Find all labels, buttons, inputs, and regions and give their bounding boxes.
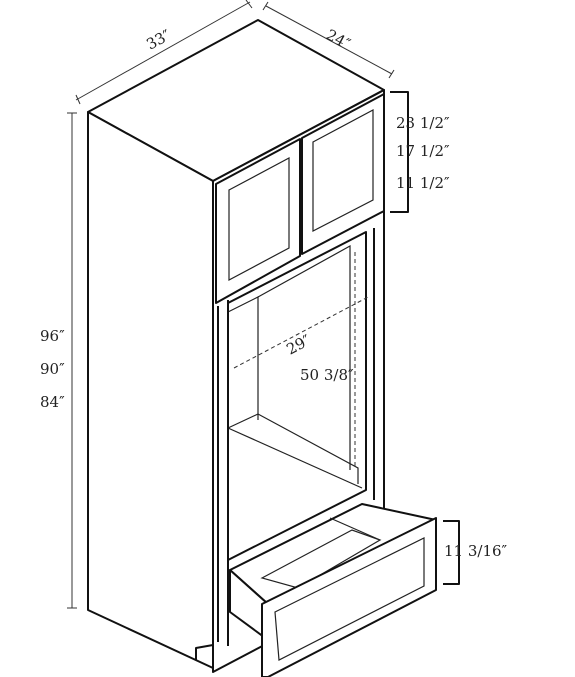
width-dimension-line	[75, 0, 253, 105]
opening-width-line	[233, 295, 371, 369]
depth-dimension-line	[262, 1, 395, 79]
drawer	[229, 503, 437, 677]
upper-door-bracket	[390, 91, 409, 213]
height-label-84: 84″	[40, 393, 65, 411]
drawer-front	[261, 517, 437, 677]
opening-height-label: 50 3/8″	[300, 366, 354, 384]
drawer-bracket	[443, 520, 460, 585]
upper-door-right	[301, 93, 385, 255]
door-height-label-1: 23 1/2″	[396, 114, 450, 132]
door-height-label-3: 11 1/2″	[396, 174, 450, 192]
toe-kick	[195, 644, 214, 660]
door-height-label-2: 17 1/2″	[396, 142, 450, 160]
depth-label: 24″	[323, 26, 354, 54]
cabinet-left-side	[87, 111, 214, 669]
height-dimension-line	[67, 112, 77, 609]
width-label: 33″	[143, 26, 174, 54]
drawer-height-label: 11 3/16″	[444, 542, 508, 560]
height-label-90: 90″	[40, 360, 65, 378]
upper-door-left	[215, 138, 301, 304]
height-label-96: 96″	[40, 327, 65, 345]
